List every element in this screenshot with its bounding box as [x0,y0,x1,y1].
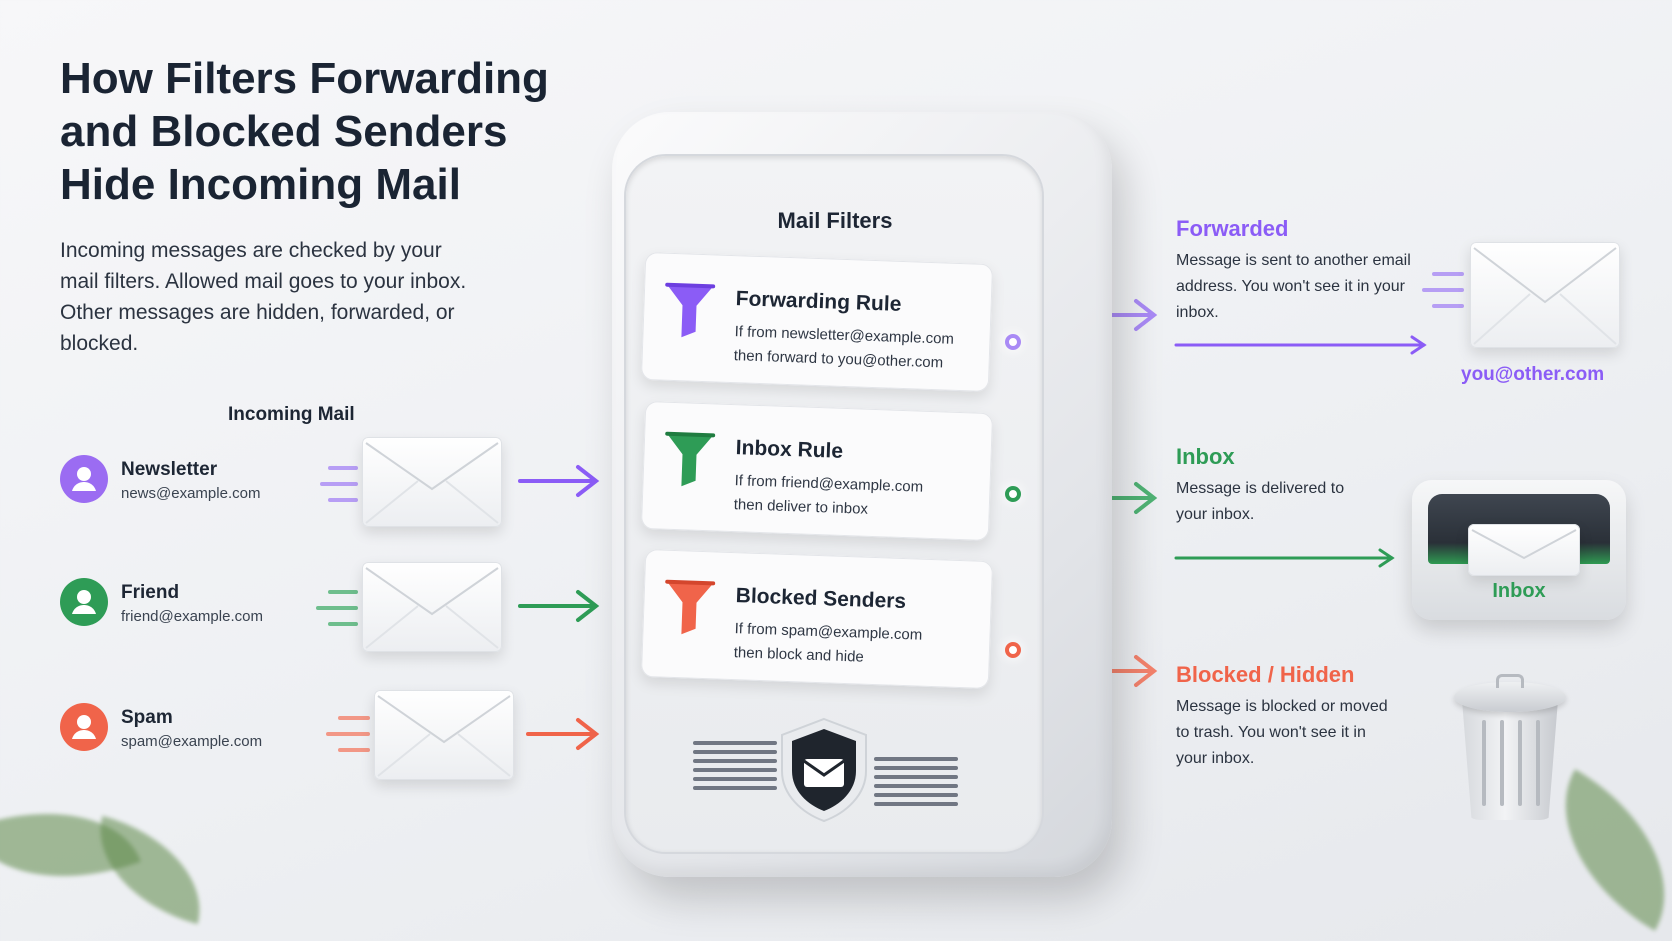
trash-can-rib [1518,720,1522,806]
funnel-icon [665,579,716,635]
sender-email: spam@example.com [121,733,263,750]
rule-card-inbox: Inbox Rule If from friend@example.com th… [640,400,994,542]
rule-title: Forwarding Rule [735,287,902,316]
envelope-icon [374,690,514,780]
outcome-desc-inbox: Message is delivered to your inbox. [1176,480,1345,523]
outcome-desc-forwarded: Message is sent to another email address… [1176,252,1411,321]
envelope-icon [362,437,502,527]
sender-name: Friend [121,582,180,603]
sender-email: news@example.com [121,485,261,502]
funnel-icon [665,282,716,338]
user-icon [60,578,108,626]
sender-friend: Friend friend@example.com [60,578,300,628]
funnel-icon [665,431,716,487]
outcome-title-inbox: Inbox [1176,444,1235,469]
device-title: Mail Filters [777,208,893,233]
inbox-tray-icon: Inbox [1412,480,1626,620]
shield-mail-icon [781,717,867,823]
rule-condition: If from spam@example.com [734,620,923,644]
rule-condition: If from newsletter@example.com [734,323,955,348]
trash-can-handle [1496,674,1524,688]
rule-card-forwarding: Forwarding Rule If from newsletter@examp… [640,251,994,393]
envelope-icon [1470,242,1620,348]
trash-can-lid [1454,682,1566,712]
trash-can-rib [1536,720,1540,806]
tray-label: Inbox [1492,580,1546,602]
user-icon [60,455,108,503]
page-title: How Filters Forwarding and Blocked Sende… [60,54,549,209]
sender-spam: Spam spam@example.com [60,703,300,753]
device-vent-left [693,741,777,795]
outcome-title-forwarded: Forwarded [1176,216,1289,241]
status-dot-blocked [1005,642,1021,658]
sender-newsletter: Newsletter news@example.com [60,455,300,505]
sender-name: Spam [121,707,173,728]
rule-condition: If from friend@example.com [734,472,924,496]
user-icon [60,703,108,751]
trash-can-icon [1462,700,1558,820]
rule-action: then forward to you@other.com [733,347,944,372]
rule-title: Blocked Senders [735,584,907,614]
rule-title: Inbox Rule [735,436,844,463]
outcome-title-blocked: Blocked / Hidden [1176,662,1355,687]
status-dot-inbox [1005,486,1021,502]
trash-can-rib [1482,720,1486,806]
incoming-mail-heading: Incoming Mail [228,404,355,425]
trash-can-rib [1500,720,1504,806]
sender-name: Newsletter [121,459,218,480]
envelope-icon [1468,524,1580,576]
intro-text: Incoming messages are checked by your ma… [60,239,467,355]
outcome-desc-blocked: Message is blocked or moved to trash. Yo… [1176,698,1388,767]
rule-card-blocked: Blocked Senders If from spam@example.com… [640,548,994,690]
sender-email: friend@example.com [121,608,263,625]
forward-address: you@other.com [1461,364,1605,385]
status-dot-forwarding [1005,334,1021,350]
device-vent-right [874,757,958,811]
envelope-icon [362,562,502,652]
rule-action: then deliver to inbox [733,496,869,518]
rule-action: then block and hide [733,644,865,666]
